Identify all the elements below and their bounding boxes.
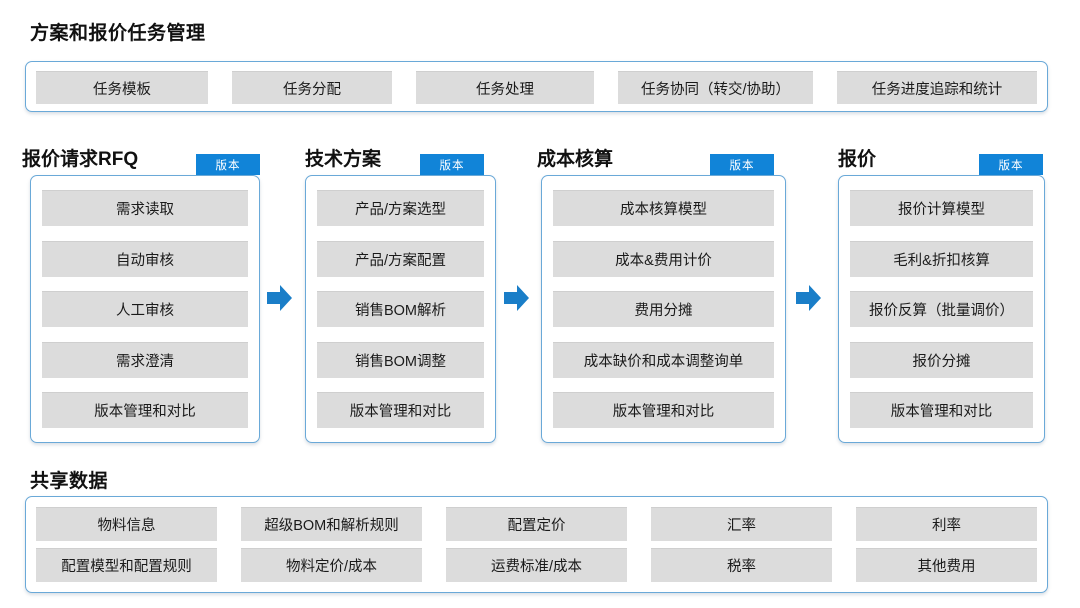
shared-chip-config-pricing[interactable]: 配置定价	[446, 507, 627, 541]
column-panel-cost-accounting: 成本核算模型 成本&费用计价 费用分摊 成本缺价和成本调整询单 版本管理和对比	[541, 175, 786, 443]
column-title-technical-solution: 技术方案	[305, 149, 382, 170]
tech-item-product-config[interactable]: 产品/方案配置	[317, 240, 484, 277]
quote-item-margin-discount[interactable]: 毛利&折扣核算	[850, 240, 1033, 277]
task-management-panel: 任务模板 任务分配 任务处理 任务协同（转交/协助） 任务进度追踪和统计	[25, 61, 1048, 112]
rfq-item-requirement-clarify[interactable]: 需求澄清	[42, 341, 248, 378]
cost-item-cost-expense-pricing[interactable]: 成本&费用计价	[553, 240, 774, 277]
tech-item-sales-bom-parse[interactable]: 销售BOM解析	[317, 291, 484, 327]
version-badge-technical-solution[interactable]: 版本	[420, 154, 484, 175]
cost-item-accounting-model[interactable]: 成本核算模型	[553, 190, 774, 226]
tech-item-version-compare[interactable]: 版本管理和对比	[317, 392, 484, 428]
task-management-title: 方案和报价任务管理	[30, 23, 206, 44]
rfq-item-auto-review[interactable]: 自动审核	[42, 240, 248, 277]
column-list-quotation: 报价计算模型 毛利&折扣核算 报价反算（批量调价） 报价分摊 版本管理和对比	[850, 190, 1033, 428]
tech-item-product-selection[interactable]: 产品/方案选型	[317, 190, 484, 226]
shared-chip-other-fees[interactable]: 其他费用	[856, 548, 1037, 582]
version-badge-rfq[interactable]: 版本	[196, 154, 260, 175]
version-badge-quotation[interactable]: 版本	[979, 154, 1043, 175]
rfq-item-requirement-read[interactable]: 需求读取	[42, 190, 248, 226]
task-chip-progress-tracking[interactable]: 任务进度追踪和统计	[837, 71, 1037, 104]
column-panel-quotation: 报价计算模型 毛利&折扣核算 报价反算（批量调价） 报价分摊 版本管理和对比	[838, 175, 1045, 443]
column-panel-rfq: 需求读取 自动审核 人工审核 需求澄清 版本管理和对比	[30, 175, 260, 443]
column-title-quotation: 报价	[838, 149, 877, 170]
task-chip-collaboration[interactable]: 任务协同（转交/协助）	[618, 71, 813, 104]
task-chip-template[interactable]: 任务模板	[36, 71, 208, 104]
shared-chip-freight-standard[interactable]: 运费标准/成本	[446, 548, 627, 582]
task-chip-processing[interactable]: 任务处理	[416, 71, 594, 104]
shared-chip-exchange-rate[interactable]: 汇率	[651, 507, 832, 541]
cost-item-expense-allocation[interactable]: 费用分摊	[553, 291, 774, 327]
cost-item-version-compare[interactable]: 版本管理和对比	[553, 392, 774, 428]
tech-item-sales-bom-adjust[interactable]: 销售BOM调整	[317, 341, 484, 378]
arrow-right-icon-tech-to-cost	[503, 283, 531, 313]
column-panel-technical-solution: 产品/方案选型 产品/方案配置 销售BOM解析 销售BOM调整 版本管理和对比	[305, 175, 496, 443]
column-list-technical-solution: 产品/方案选型 产品/方案配置 销售BOM解析 销售BOM调整 版本管理和对比	[317, 190, 484, 428]
task-management-chip-row: 任务模板 任务分配 任务处理 任务协同（转交/协助） 任务进度追踪和统计	[36, 71, 1037, 104]
shared-chip-config-model-rules[interactable]: 配置模型和配置规则	[36, 548, 217, 582]
cost-item-missing-price-inquiry[interactable]: 成本缺价和成本调整询单	[553, 341, 774, 378]
shared-chip-material-info[interactable]: 物料信息	[36, 507, 217, 541]
shared-data-title: 共享数据	[30, 471, 109, 492]
version-badge-cost-accounting[interactable]: 版本	[710, 154, 774, 175]
rfq-item-version-compare[interactable]: 版本管理和对比	[42, 392, 248, 428]
arrow-right-icon-rfq-to-tech	[266, 283, 294, 313]
shared-chip-super-bom-rules[interactable]: 超级BOM和解析规则	[241, 507, 422, 541]
rfq-item-manual-review[interactable]: 人工审核	[42, 291, 248, 327]
shared-chip-tax-rate[interactable]: 税率	[651, 548, 832, 582]
quote-item-allocation[interactable]: 报价分摊	[850, 341, 1033, 378]
quote-item-calculation-model[interactable]: 报价计算模型	[850, 190, 1033, 226]
column-title-cost-accounting: 成本核算	[537, 149, 614, 170]
quote-item-back-calculation[interactable]: 报价反算（批量调价）	[850, 291, 1033, 327]
shared-chip-material-price-cost[interactable]: 物料定价/成本	[241, 548, 422, 582]
shared-chip-interest-rate[interactable]: 利率	[856, 507, 1037, 541]
quote-item-version-compare[interactable]: 版本管理和对比	[850, 392, 1033, 428]
shared-data-panel: 物料信息 超级BOM和解析规则 配置定价 汇率 利率 配置模型和配置规则 物料定…	[25, 496, 1048, 593]
column-list-rfq: 需求读取 自动审核 人工审核 需求澄清 版本管理和对比	[42, 190, 248, 428]
task-chip-assignment[interactable]: 任务分配	[232, 71, 392, 104]
arrow-right-icon-cost-to-quote	[795, 283, 823, 313]
column-list-cost-accounting: 成本核算模型 成本&费用计价 费用分摊 成本缺价和成本调整询单 版本管理和对比	[553, 190, 774, 428]
column-title-rfq: 报价请求RFQ	[22, 149, 139, 170]
shared-data-grid: 物料信息 超级BOM和解析规则 配置定价 汇率 利率 配置模型和配置规则 物料定…	[36, 507, 1037, 582]
